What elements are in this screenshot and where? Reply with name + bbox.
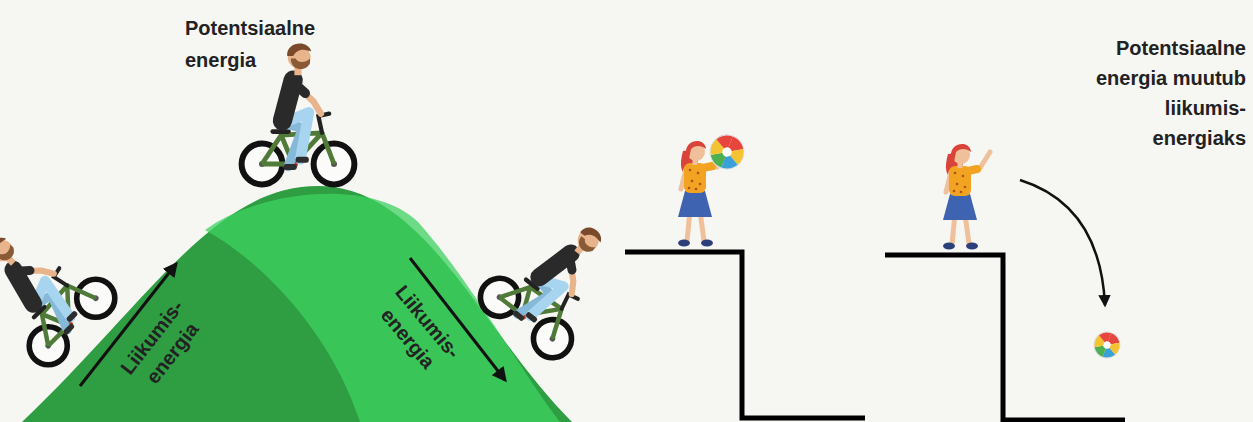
shirt-dot bbox=[962, 175, 965, 178]
ledge-step bbox=[625, 252, 865, 418]
shirt-dot bbox=[697, 172, 700, 175]
cyclist-figure bbox=[473, 197, 637, 365]
girl-shoe bbox=[701, 240, 713, 247]
shirt-dot bbox=[953, 190, 956, 193]
girl-hair bbox=[951, 144, 971, 162]
shirt-dot bbox=[688, 187, 691, 190]
shirt-dot bbox=[691, 180, 694, 183]
girl-skirt bbox=[943, 194, 977, 220]
text-label: Potentsiaalne energia muutub liikumis- e… bbox=[1074, 33, 1246, 153]
rider-shoe bbox=[66, 310, 79, 323]
girl-arm bbox=[968, 152, 990, 172]
text-label: Potentsiaalne energia bbox=[185, 12, 355, 76]
beach-ball bbox=[1090, 328, 1123, 361]
green-hill bbox=[22, 186, 572, 422]
rider-sleeve bbox=[17, 264, 30, 277]
rider-shoe bbox=[296, 157, 309, 163]
ball-outline bbox=[1090, 328, 1123, 361]
rider-shoe bbox=[512, 310, 525, 322]
shirt-dot bbox=[689, 169, 692, 172]
rider-sleeve bbox=[564, 257, 577, 270]
ledge-step bbox=[885, 255, 1125, 420]
bike-wheel bbox=[21, 319, 75, 373]
rider-torso bbox=[539, 247, 570, 283]
hill-highlight bbox=[205, 194, 560, 422]
bike-wheel bbox=[473, 271, 526, 324]
rider-hair bbox=[287, 44, 311, 56]
falling-arrow bbox=[1020, 180, 1105, 305]
bike-fork bbox=[544, 309, 571, 339]
ball-outline bbox=[705, 130, 749, 174]
girl-figure bbox=[943, 144, 990, 249]
shirt-dot bbox=[954, 172, 957, 175]
girl-skirt bbox=[678, 191, 712, 217]
shirt-dot bbox=[960, 191, 963, 194]
shirt-dot bbox=[695, 188, 698, 191]
girl-shoe bbox=[943, 243, 955, 250]
cyclist-figure bbox=[242, 44, 355, 185]
rider-shoe bbox=[284, 164, 297, 170]
ball-center bbox=[721, 146, 733, 158]
girl-hair bbox=[686, 141, 706, 159]
girl-sleeve bbox=[968, 169, 977, 171]
bike-wheel bbox=[69, 271, 123, 325]
rider-beard bbox=[0, 244, 17, 264]
bike-fork bbox=[67, 278, 96, 307]
beach-ball bbox=[705, 130, 749, 174]
rider-shoe bbox=[62, 323, 75, 336]
girl-shoe bbox=[966, 243, 978, 250]
shirt-dot bbox=[956, 183, 959, 186]
rider-shoe bbox=[525, 311, 538, 323]
rider-beard bbox=[575, 236, 595, 255]
bike-fork bbox=[322, 133, 334, 164]
ball-center bbox=[1102, 340, 1111, 349]
girl-sleeve bbox=[703, 166, 712, 168]
rider-beard bbox=[291, 58, 310, 69]
shirt-dot bbox=[964, 186, 967, 189]
shirt-dot bbox=[699, 183, 702, 186]
bike-handlebar bbox=[559, 293, 578, 313]
rider-sleeve bbox=[294, 84, 305, 94]
cyclist-figure bbox=[0, 205, 123, 372]
girl-shoe bbox=[678, 240, 690, 247]
